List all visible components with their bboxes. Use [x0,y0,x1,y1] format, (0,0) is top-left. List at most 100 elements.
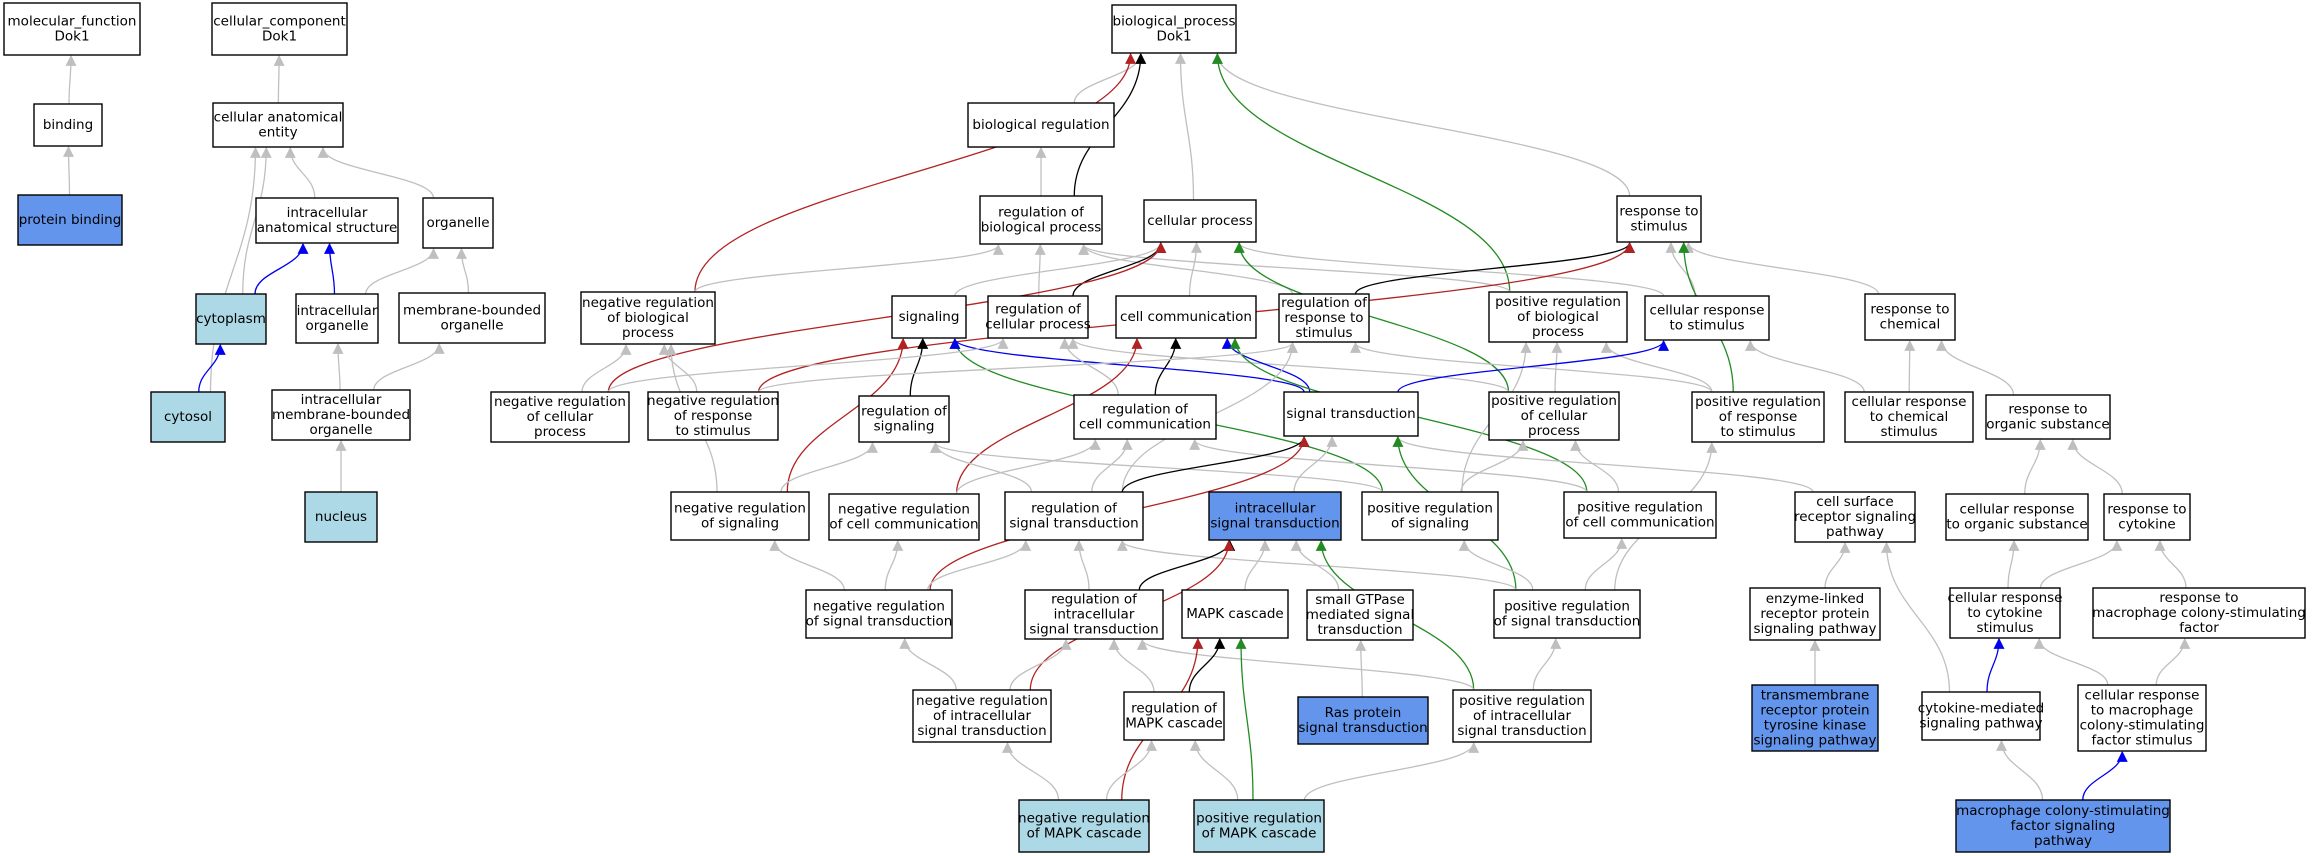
node-box [1208,491,1342,541]
node-cytoplasm[interactable]: cytoplasm [195,293,267,345]
node-cell_process[interactable]: cellular process [1143,199,1257,243]
graph-edge [1290,539,1340,591]
node-box [828,493,980,541]
node-box [1024,589,1164,640]
node-binding[interactable]: binding [33,103,103,147]
node-label: negative regulation [813,599,945,615]
edge-csrsp-to-st [1392,435,1814,493]
edge-nrst-to-nrsig [769,539,845,591]
graph-edge [1355,639,1367,698]
graph-edge [884,539,904,591]
node-label: negative regulation [1018,811,1150,827]
edge-cytoplasm-to-cae [242,146,272,295]
node-label: receptor signaling [1794,509,1916,525]
node-label: of cellular [1521,408,1588,424]
node-label: response to [2159,590,2238,606]
node-box [1283,391,1419,437]
node-label: membrane-bounded [272,407,410,423]
node-label: intracellular [297,303,378,319]
graph-edge [1460,439,1529,493]
node-protein_binding[interactable]: protein binding [17,194,123,246]
node-box [1297,696,1429,745]
graph-edge [1235,637,1254,801]
graph-edge [1078,243,1511,293]
node-box [2103,493,2191,541]
edge-cell_comm-to-cell_process [1188,241,1202,297]
node-label: cellular response [2085,688,2200,704]
node-label: response to [2107,502,2186,518]
node-box [490,391,630,443]
node-label: biological_process [1113,14,1236,30]
graph-edge [284,146,316,199]
node-label: regulation of [1031,501,1118,517]
node-label: of cell communication [829,517,978,533]
node-box [211,2,348,56]
edge-nrmapk-to-nrist [1002,741,1060,801]
node-label: enzyme-linked [1766,591,1865,607]
node-mapk[interactable]: MAPK cascade [1181,589,1289,639]
node-bio_reg[interactable]: biological regulation [967,102,1115,148]
node-organelle[interactable]: organelle [422,197,494,249]
edge-prbp-to-bp_dok1 [1211,52,1511,293]
node-signaling[interactable]: signaling [891,295,967,339]
node-box [1945,493,2089,541]
node-box [1749,587,1881,641]
node-cell_comm[interactable]: cell communication [1115,295,1257,339]
node-cytosol[interactable]: cytosol [150,391,226,443]
node-st[interactable]: signal transduction [1283,391,1419,437]
node-nucleus[interactable]: nucleus [304,491,378,543]
edge-io-to-ias [324,242,336,295]
edge-st-to-crs [1397,339,1669,393]
